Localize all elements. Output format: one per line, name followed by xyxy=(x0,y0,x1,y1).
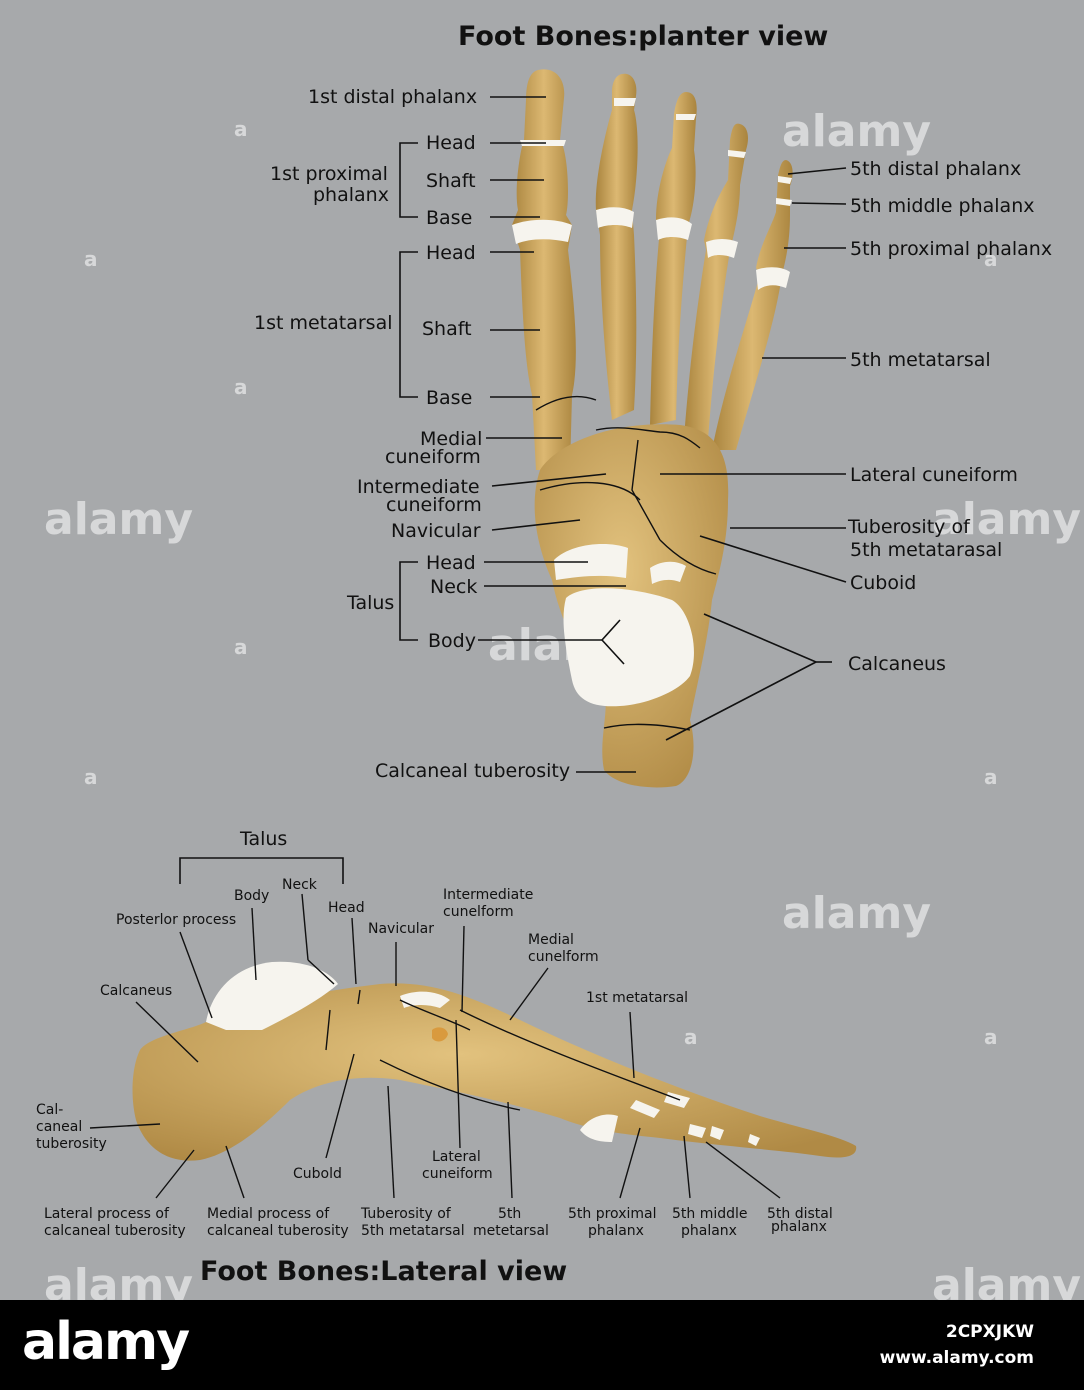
label-navicular: Navicular xyxy=(391,520,481,542)
label-lateral-cuneiform: Lateral cuneiform xyxy=(850,464,1018,486)
label-talus: Talus xyxy=(346,592,394,614)
watermark-a-8: a xyxy=(984,1025,998,1049)
lat-label-head: Head xyxy=(328,900,365,916)
lat-label-tuberosity-1: Tuberosity of xyxy=(360,1206,452,1222)
watermark-6: alamy xyxy=(44,1260,193,1300)
planter-leader-lines xyxy=(399,96,847,773)
label-proximal-shaft: Shaft xyxy=(426,170,476,192)
lat-label-intermediate-cuneiform-1: Intermediate xyxy=(443,887,533,903)
lateral-view-title: Foot Bones:Lateral view xyxy=(200,1256,567,1287)
watermark-1: alamy xyxy=(782,106,931,157)
lat-label-medial-cuneiform-1: Medial xyxy=(528,932,574,948)
watermark-a-6: a xyxy=(984,765,998,789)
label-5th-middle-phalanx: 5th middle phalanx xyxy=(850,195,1035,217)
label-talus-neck: Neck xyxy=(430,576,477,598)
label-1st-metatarsal: 1st metatarsal xyxy=(254,312,393,334)
label-tuberosity-2: 5th metatarasal xyxy=(850,539,1002,561)
label-talus-body: Body xyxy=(428,630,476,652)
label-metatarsal-head: Head xyxy=(426,242,476,264)
lat-label-posterior-process: Posterlor process xyxy=(116,912,236,928)
lat-label-lateral-process-2: calcaneal tuberosity xyxy=(44,1223,186,1239)
label-cuboid: Cuboid xyxy=(850,572,916,594)
label-metatarsal-base: Base xyxy=(426,387,472,409)
lat-label-lateral-cuneiform-2: cuneiform xyxy=(422,1166,493,1182)
footer-logo: alamy xyxy=(22,1312,190,1372)
label-calcaneus: Calcaneus xyxy=(848,653,946,675)
lat-label-intermediate-cuneiform-2: cunelform xyxy=(443,904,514,920)
watermark-a-1: a xyxy=(234,117,248,141)
watermark-a-7: a xyxy=(84,765,98,789)
lateral-labels: Talus Body Neck Head Posterlor process N… xyxy=(36,828,833,1239)
label-medial-cuneiform-2: cuneiform xyxy=(385,446,481,468)
watermark-7: alamy xyxy=(932,1260,1081,1300)
lateral-leader-lines xyxy=(89,857,781,1199)
watermark-2: alamy xyxy=(44,494,193,545)
label-1st-proximal-phalanx-1: 1st proximal xyxy=(270,163,388,185)
watermark-a-5: a xyxy=(984,247,998,271)
lat-label-5th-metatarsal-1: 5th xyxy=(498,1206,521,1222)
lat-label-5th-proximal-2: phalanx xyxy=(588,1223,644,1239)
lat-label-5th-metatarsal-2: metetarsal xyxy=(473,1223,549,1239)
lat-label-calcaneal-tuberosity-3: tuberosity xyxy=(36,1136,107,1152)
watermark-5: alamy xyxy=(782,888,931,939)
lat-label-5th-distal-1: 5th distal xyxy=(767,1206,833,1222)
label-proximal-base: Base xyxy=(426,207,472,229)
label-metatarsal-shaft: Shaft xyxy=(422,318,472,340)
footer-image-id: 2CPXJKW xyxy=(945,1322,1034,1342)
watermark-a-9: a xyxy=(684,1025,698,1049)
planter-view-title: Foot Bones:planter view xyxy=(458,21,828,52)
lat-label-calcaneal-tuberosity-2: caneal xyxy=(36,1119,82,1135)
label-5th-proximal-phalanx: 5th proximal phalanx xyxy=(850,238,1052,260)
planter-labels: 1st distal phalanx 1st proximal phalanx … xyxy=(254,86,1052,782)
label-medial-cuneiform-1: Medial xyxy=(420,428,482,450)
label-1st-distal-phalanx: 1st distal phalanx xyxy=(308,86,477,108)
lat-label-medial-process-2: calcaneal tuberosity xyxy=(207,1223,349,1239)
lat-label-5th-proximal-1: 5th proximal xyxy=(568,1206,656,1222)
label-5th-distal-phalanx: 5th distal phalanx xyxy=(850,158,1021,180)
lat-label-tuberosity-2: 5th metatarsal xyxy=(361,1223,465,1239)
foot-bones-diagram: alamy alamy alamy alamy alamy alamy alam… xyxy=(36,21,1081,1300)
lat-label-5th-middle-1: 5th middle xyxy=(672,1206,748,1222)
lat-label-body: Body xyxy=(234,888,269,904)
lat-label-medial-process-1: Medial process of xyxy=(207,1206,330,1222)
label-intermediate-cuneiform-1: Intermediate xyxy=(357,476,480,498)
label-intermediate-cuneiform-2: cuneiform xyxy=(386,494,482,516)
lat-label-navicular: Navicular xyxy=(368,921,434,937)
label-talus-head: Head xyxy=(426,552,476,574)
watermark-a-2: a xyxy=(84,247,98,271)
label-1st-proximal-phalanx-2: phalanx xyxy=(313,184,389,206)
watermark-a-4: a xyxy=(234,635,248,659)
label-tuberosity-1: Tuberosity of xyxy=(847,516,971,538)
lat-label-1st-metatarsal: 1st metatarsal xyxy=(586,990,688,1006)
watermark-footer-bar: alamy 2CPXJKW www.alamy.com xyxy=(0,1300,1084,1390)
lat-label-calcaneal-tuberosity-1: Cal- xyxy=(36,1102,63,1118)
planter-foot-illustration xyxy=(512,69,793,788)
footer-url: www.alamy.com xyxy=(879,1348,1034,1368)
lat-label-lateral-cuneiform-1: Lateral xyxy=(432,1149,481,1165)
label-5th-metatarsal: 5th metatarsal xyxy=(850,349,991,371)
lat-label-neck: Neck xyxy=(282,877,318,893)
lat-label-5th-distal-2: phalanx xyxy=(771,1219,827,1235)
lat-label-medial-cuneiform-2: cunelform xyxy=(528,949,599,965)
lat-label-calcaneus: Calcaneus xyxy=(100,983,172,999)
lat-label-talus: Talus xyxy=(239,828,287,850)
lateral-foot-illustration xyxy=(132,961,857,1161)
lat-label-5th-middle-2: phalanx xyxy=(681,1223,737,1239)
watermark-a-3: a xyxy=(234,375,248,399)
label-proximal-head: Head xyxy=(426,132,476,154)
lat-label-cuboid: Cubold xyxy=(293,1166,342,1182)
lat-label-lateral-process-1: Lateral process of xyxy=(44,1206,170,1222)
label-calcaneal-tuberosity: Calcaneal tuberosity xyxy=(375,760,570,782)
watermark-3: alamy xyxy=(932,494,1081,545)
